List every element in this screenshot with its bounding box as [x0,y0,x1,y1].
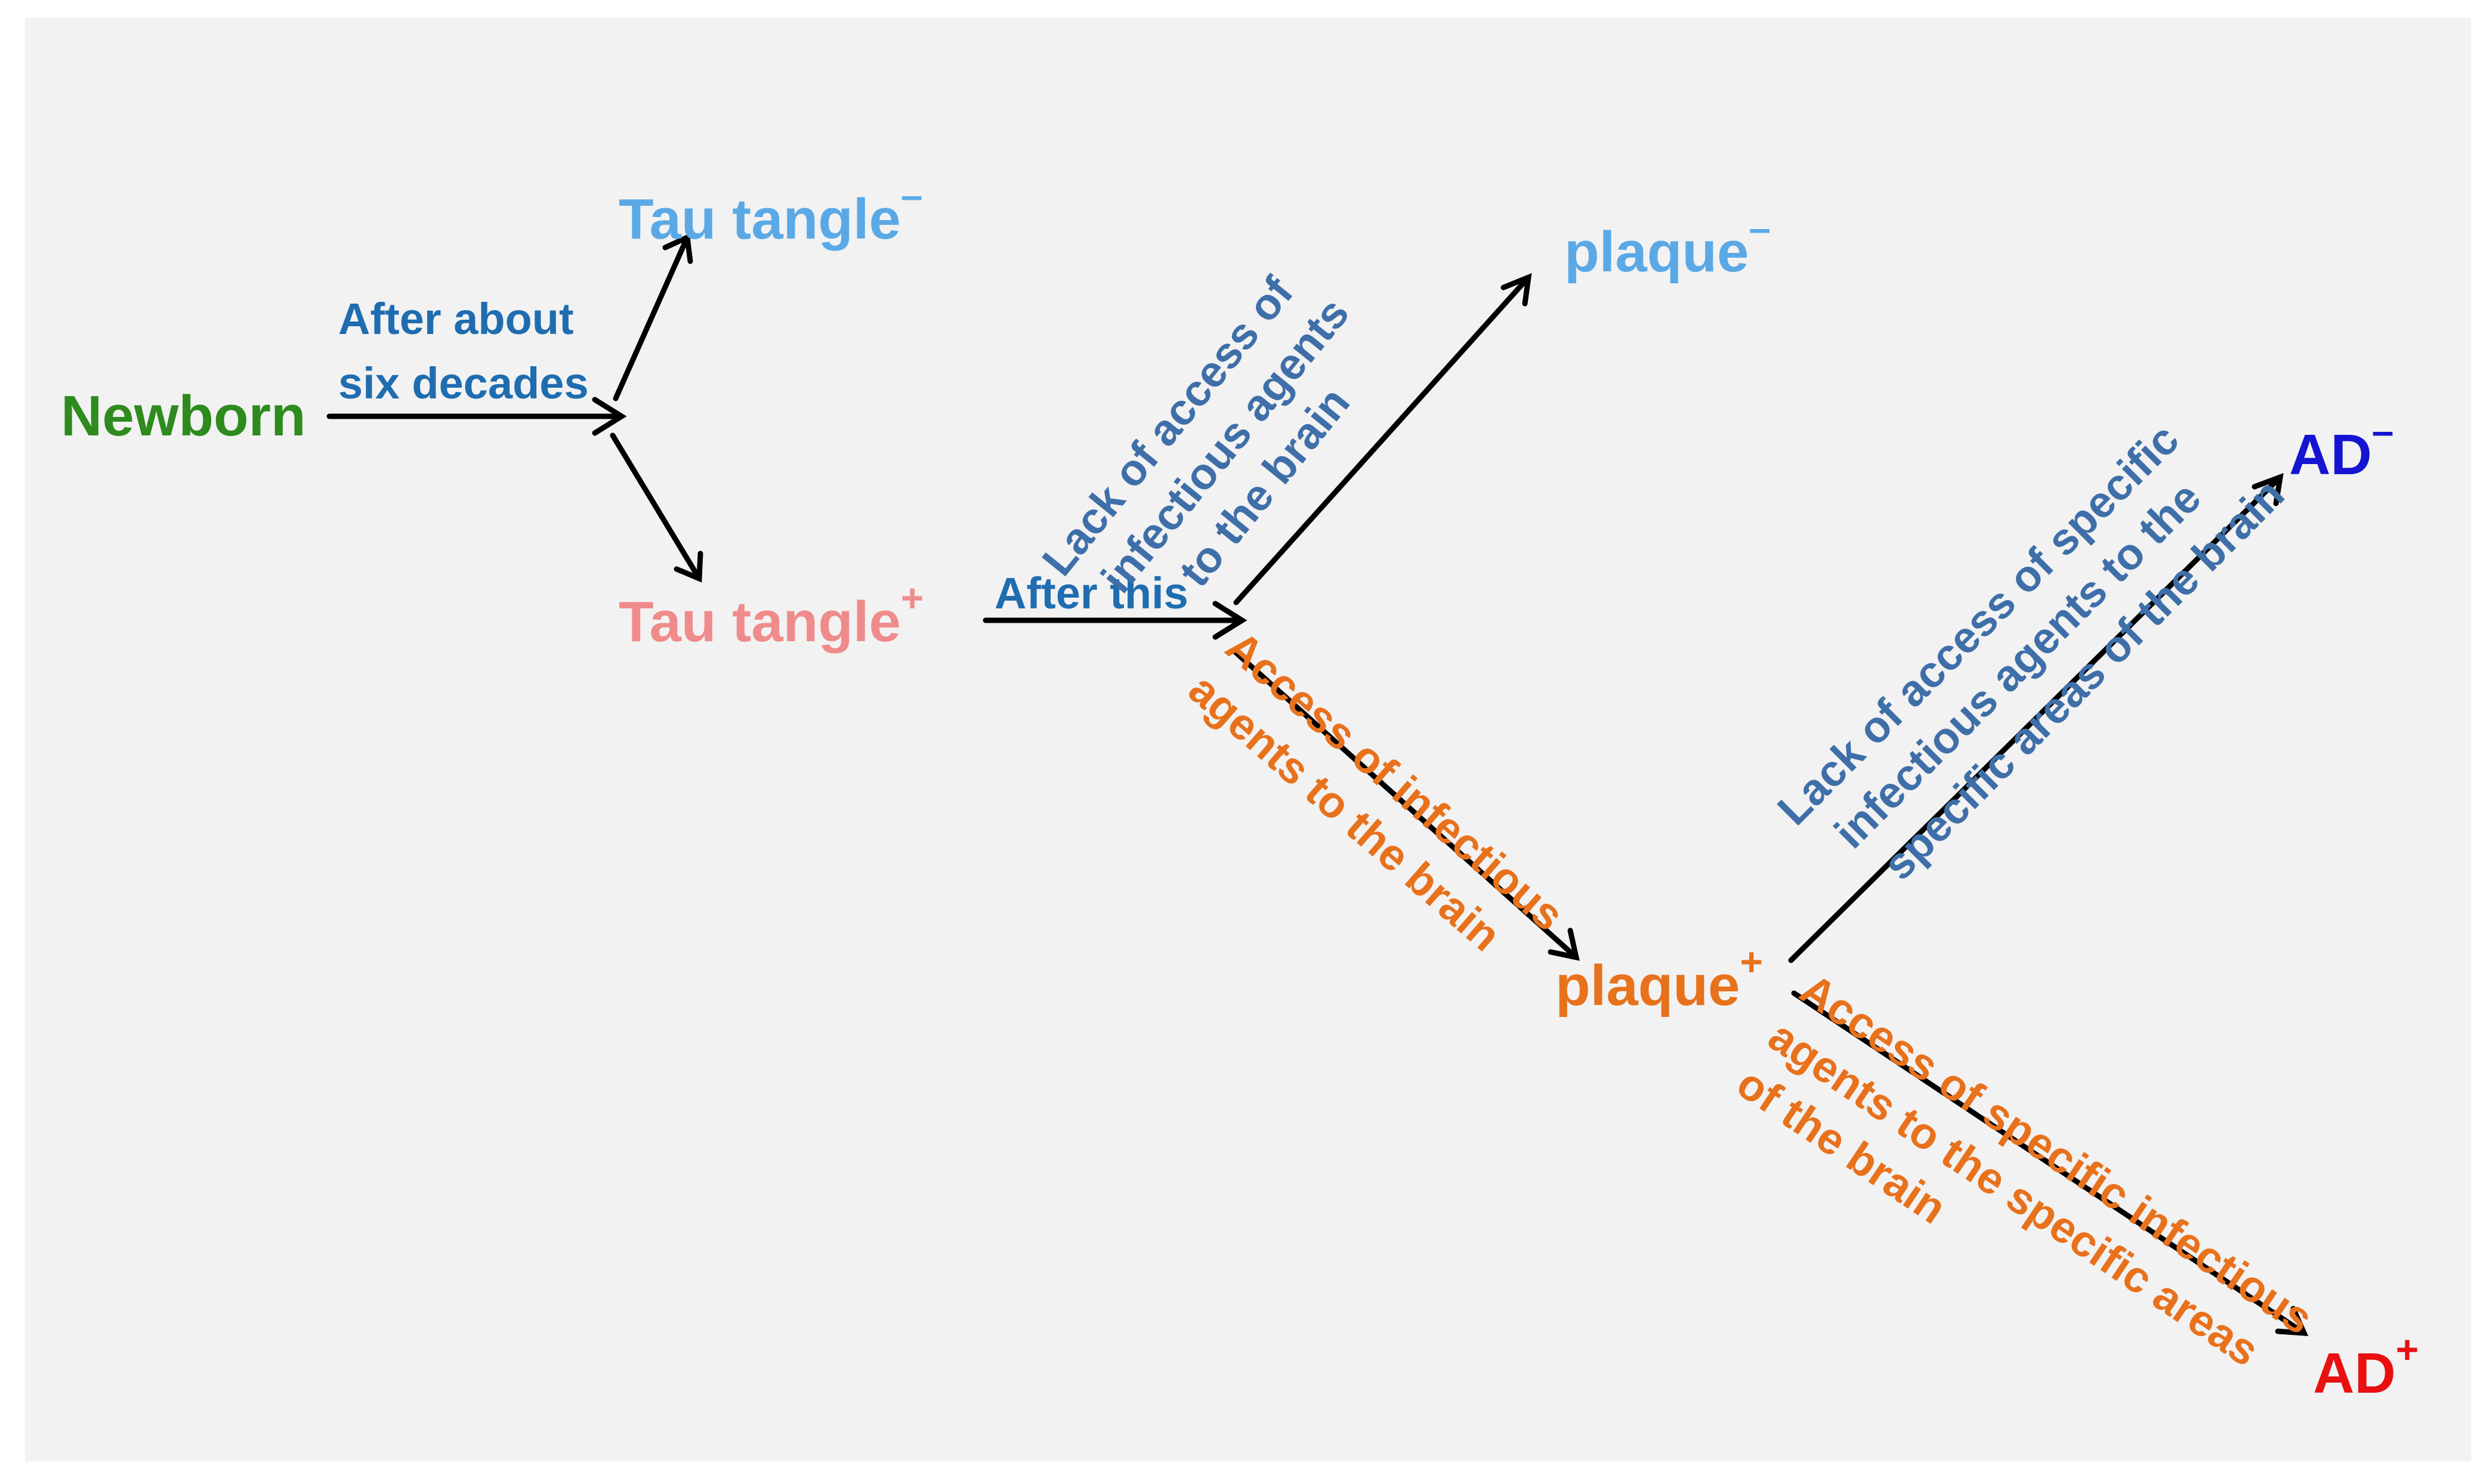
arrow-to-ad-neg [1788,473,2284,963]
flow-diagram: Newborn Tau tangle– Tau tangle+ plaque– … [61,173,2419,1405]
access-brain-line1: Access of infectious [1217,622,1574,941]
tau-pos-sup: + [901,576,924,620]
plaque-pos-sup: + [1740,939,1763,984]
svg-text:AD+: AD+ [2313,1327,2419,1405]
access-specific-line2: agents to the specific areas [1760,1011,2268,1376]
node-plaque-positive: plaque+ [1555,939,1763,1018]
plaque-neg-sup: – [1749,206,1771,250]
arrow-newborn-split [326,397,627,436]
plaque-neg-label: plaque [1564,220,1749,284]
arrow-to-tau-neg [613,233,693,401]
ad-pos-label: AD [2313,1341,2396,1405]
ad-neg-sup: – [2372,409,2394,453]
arrow-to-plaque-pos [1230,647,1580,961]
svg-text:plaque–: plaque– [1564,206,1771,284]
node-ad-negative: AD– [2289,409,2394,487]
after-six-decades-line1: After about [338,294,574,344]
ad-neg-label: AD [2289,423,2372,487]
label-access-brain: Access of infectious agents to the brain [1179,622,1574,961]
node-ad-positive: AD+ [2313,1327,2419,1405]
svg-text:Tau tangle–: Tau tangle– [619,173,923,251]
label-access-specific: Access of specific infectious agents to … [1728,964,2322,1376]
arrow-tau-pos-split [983,601,1247,640]
arrow-to-plaque-neg [1233,273,1532,605]
after-this-text: After this [995,568,1188,618]
svg-text:plaque+: plaque+ [1555,939,1763,1018]
ad-pos-sup: + [2396,1327,2419,1371]
node-tau-tangle-positive: Tau tangle+ [619,576,924,654]
svg-text:Tau tangle+: Tau tangle+ [619,576,924,654]
after-six-decades-line2: six decades [338,358,589,408]
label-after-six-decades: After about six decades [338,294,589,408]
lack-access-specific-line2: infectious agents to the [1825,472,2210,858]
svg-text:AD–: AD– [2289,409,2394,487]
diagram-canvas: Newborn Tau tangle– Tau tangle+ plaque– … [25,18,2471,1461]
arrow-to-ad-pos [1791,990,2309,1336]
label-after-this: After this [995,568,1188,618]
tau-pos-label: Tau tangle [619,590,901,654]
node-plaque-negative: plaque– [1564,206,1771,284]
arrow-to-tau-pos [610,432,703,583]
tau-neg-label: Tau tangle [619,187,901,251]
tau-neg-sup: – [901,173,923,217]
newborn-label: Newborn [61,384,306,448]
plaque-pos-label: plaque [1555,954,1740,1018]
node-tau-tangle-negative: Tau tangle– [619,173,923,251]
label-lack-access-specific: Lack of access of specific infectious ag… [1768,415,2293,889]
node-newborn: Newborn [61,384,306,448]
